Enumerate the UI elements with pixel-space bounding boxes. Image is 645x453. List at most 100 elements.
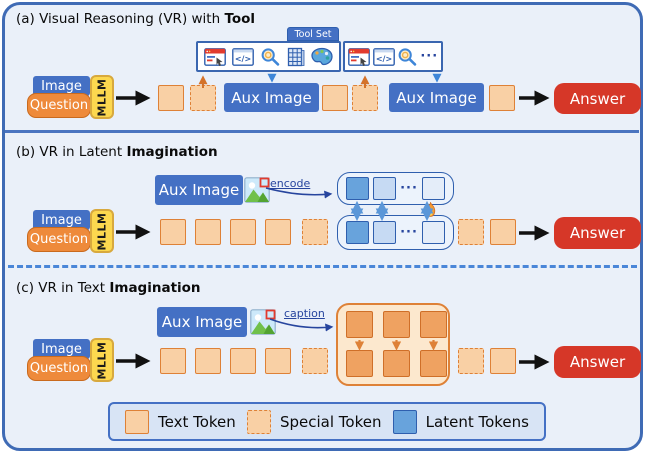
special-token (458, 348, 484, 374)
aux-image-label: Aux Image (231, 88, 312, 107)
special-token (302, 348, 328, 374)
legend-item-text-token: Text Token (125, 409, 236, 434)
mllm-label: MLLM (95, 212, 109, 250)
panel-c-title-prefix: (c) VR in Text (16, 280, 110, 296)
palette-icon (311, 47, 333, 67)
legend-label: Text Token (158, 412, 236, 431)
mllm-label: MLLM (95, 78, 109, 116)
panel-c-title-bold: Imagination (109, 280, 201, 296)
aux-image-box: Aux Image (157, 307, 247, 337)
special-token (190, 85, 216, 111)
imagined-text-token (346, 311, 373, 338)
browser-icon (347, 47, 370, 66)
special-token (458, 219, 484, 245)
search-icon (397, 47, 417, 67)
aux-image-box: Aux Image (224, 83, 319, 112)
legend-item-special-token: Special Token (246, 409, 382, 434)
panel-c-title: (c) VR in Text Imagination (16, 280, 201, 296)
panel-b-title-bold: Imagination (126, 144, 218, 160)
latent-token-dark (346, 177, 369, 200)
question-label: Question (29, 98, 89, 113)
latent-token-light (421, 177, 445, 200)
aux-image-box: Aux Image (155, 175, 243, 205)
answer-label: Answer (569, 89, 626, 108)
text-token (160, 348, 186, 374)
question-box: Question (27, 93, 91, 118)
question-box: Question (27, 227, 91, 252)
panel-divider-dashed (8, 265, 637, 268)
answer-box: Answer (554, 83, 641, 114)
imagined-text-token (383, 311, 410, 338)
text-token (265, 219, 291, 245)
text-token (230, 348, 256, 374)
image-label: Image (41, 212, 82, 228)
aux-image-label: Aux Image (161, 313, 243, 331)
mllm-box: MLLM (90, 209, 114, 253)
code-glyph: </> (235, 54, 251, 63)
image-label: Image (41, 78, 82, 94)
text-token (489, 85, 515, 111)
tool-set-tab: Tool Set (287, 27, 339, 41)
text-token (230, 219, 256, 245)
answer-label: Answer (569, 353, 626, 371)
picture-icon (244, 177, 270, 207)
imagined-text-token (420, 311, 447, 338)
panel-b-title: (b) VR in Latent Imagination (16, 144, 218, 160)
picture-icon (250, 309, 276, 339)
answer-label: Answer (569, 224, 626, 242)
flame-icon (424, 201, 437, 222)
text-token (195, 348, 221, 374)
latent-block-generated: ··· (337, 215, 454, 250)
legend-label: Latent Tokens (425, 412, 529, 431)
code-icon: </> (372, 47, 395, 66)
special-token (302, 219, 328, 245)
aux-image-label: Aux Image (396, 88, 477, 107)
search-icon (260, 47, 280, 67)
text-token (265, 348, 291, 374)
latent-token-mid (373, 221, 397, 244)
code-icon: </> (232, 47, 255, 66)
code-glyph: </> (375, 54, 391, 63)
browser-icon (204, 47, 227, 66)
text-token (195, 219, 221, 245)
question-label: Question (29, 232, 89, 247)
image-box: Image (33, 76, 90, 96)
legend-item-latent-tokens: Latent Tokens (392, 409, 529, 434)
text-token (490, 219, 516, 245)
panel-divider-solid (5, 130, 639, 133)
question-box: Question (27, 356, 91, 381)
tool-set-label: Tool Set (294, 28, 332, 40)
panel-a-title: (a) Visual Reasoning (VR) with Tool (16, 11, 255, 27)
latent-token-dark (346, 221, 369, 244)
text-token (322, 85, 348, 111)
text-token-swatch (125, 409, 149, 434)
calculator-icon (287, 47, 305, 67)
caption-label: caption (284, 307, 325, 320)
more-tools-ellipsis: ··· (420, 49, 439, 64)
encode-label: encode (270, 177, 311, 190)
imagined-text-token (346, 350, 373, 377)
aux-image-label: Aux Image (158, 181, 240, 199)
text-token (158, 85, 184, 111)
answer-box: Answer (554, 346, 641, 378)
mllm-box: MLLM (90, 338, 114, 382)
question-label: Question (29, 361, 89, 376)
panel-a-title-prefix: (a) Visual Reasoning (VR) with (16, 11, 225, 27)
legend-label: Special Token (279, 412, 382, 431)
latent-ellipsis: ··· (400, 225, 418, 240)
legend: Text Token Special Token Latent Tokens (108, 402, 546, 441)
imagined-text-token (383, 350, 410, 377)
latent-block-encoded: ··· (337, 172, 454, 205)
image-box: Image (33, 339, 90, 359)
latent-token-mid (373, 177, 397, 200)
latent-token-swatch (392, 409, 417, 434)
image-label: Image (41, 341, 82, 357)
panel-a-title-bold: Tool (224, 11, 256, 27)
special-token (352, 85, 378, 111)
toolbar-right: </> ··· (343, 41, 443, 72)
aux-image-box: Aux Image (389, 83, 484, 112)
special-token-swatch (246, 409, 271, 434)
latent-ellipsis: ··· (400, 181, 418, 196)
text-token (490, 348, 516, 374)
